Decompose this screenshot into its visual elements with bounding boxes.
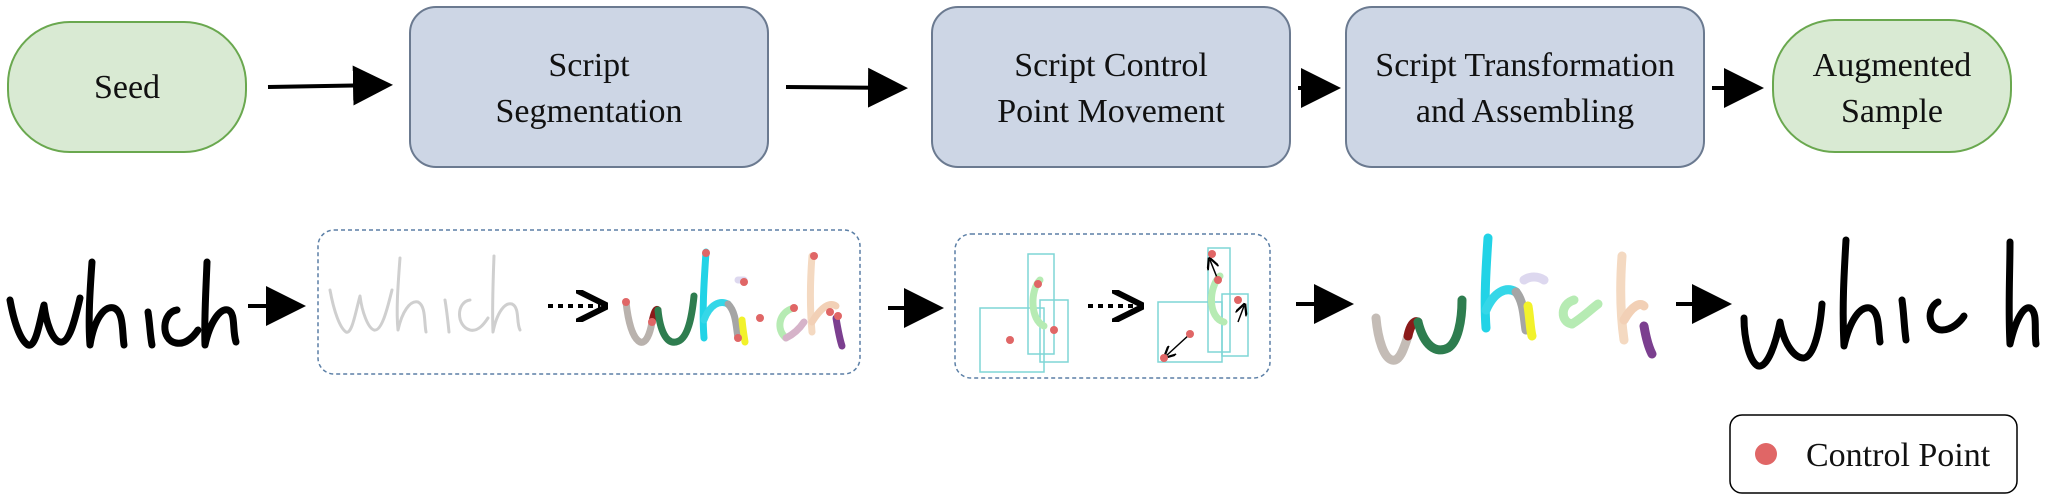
handwriting-seed: [6, 258, 240, 349]
node-segmentation-label-1: Script: [548, 47, 630, 84]
bbox-after: [1157, 247, 1249, 363]
node-seed-label-1: Seed: [94, 69, 160, 106]
arrow-seed-to-segmentation: [267, 65, 393, 106]
handwriting-faded: [328, 254, 522, 334]
control-point-legend-icon: [1755, 443, 1777, 465]
node-augmented-label-2: Sample: [1841, 93, 1943, 130]
node-control-label-1: Script Control: [1014, 47, 1208, 84]
control-points-before: [1006, 280, 1058, 344]
legend: Control Point: [1729, 414, 2018, 494]
node-transformation-label-1: Script Transformation: [1375, 47, 1674, 84]
segmentation-panel: [317, 229, 861, 375]
node-augmented-sample: Augmented Sample: [1772, 19, 2012, 153]
node-seed: Seed: [7, 21, 247, 153]
node-script-segmentation: Script Segmentation: [409, 6, 769, 168]
control-points-segmented: [622, 249, 842, 342]
node-script-transformation: Script Transformation and Assembling: [1345, 6, 1705, 168]
handwriting-final: [1740, 236, 2040, 370]
control-movement-panel: [954, 233, 1271, 379]
legend-label: Control Point: [1806, 437, 1991, 474]
control-points-after: [1160, 250, 1242, 362]
node-script-control-point-movement: Script Control Point Movement: [931, 6, 1291, 168]
movement-arrows: [1166, 260, 1244, 356]
bbox-before: [979, 253, 1069, 373]
node-segmentation-label-2: Segmentation: [496, 93, 683, 130]
node-transformation-label-2: and Assembling: [1416, 93, 1634, 130]
handwriting-segmented: [622, 248, 846, 350]
arrow-segmentation-to-control: [785, 67, 908, 108]
node-control-label-2: Point Movement: [997, 93, 1225, 130]
node-augmented-label-1: Augmented: [1813, 47, 1972, 84]
handwriting-assembled: [1371, 233, 1657, 365]
